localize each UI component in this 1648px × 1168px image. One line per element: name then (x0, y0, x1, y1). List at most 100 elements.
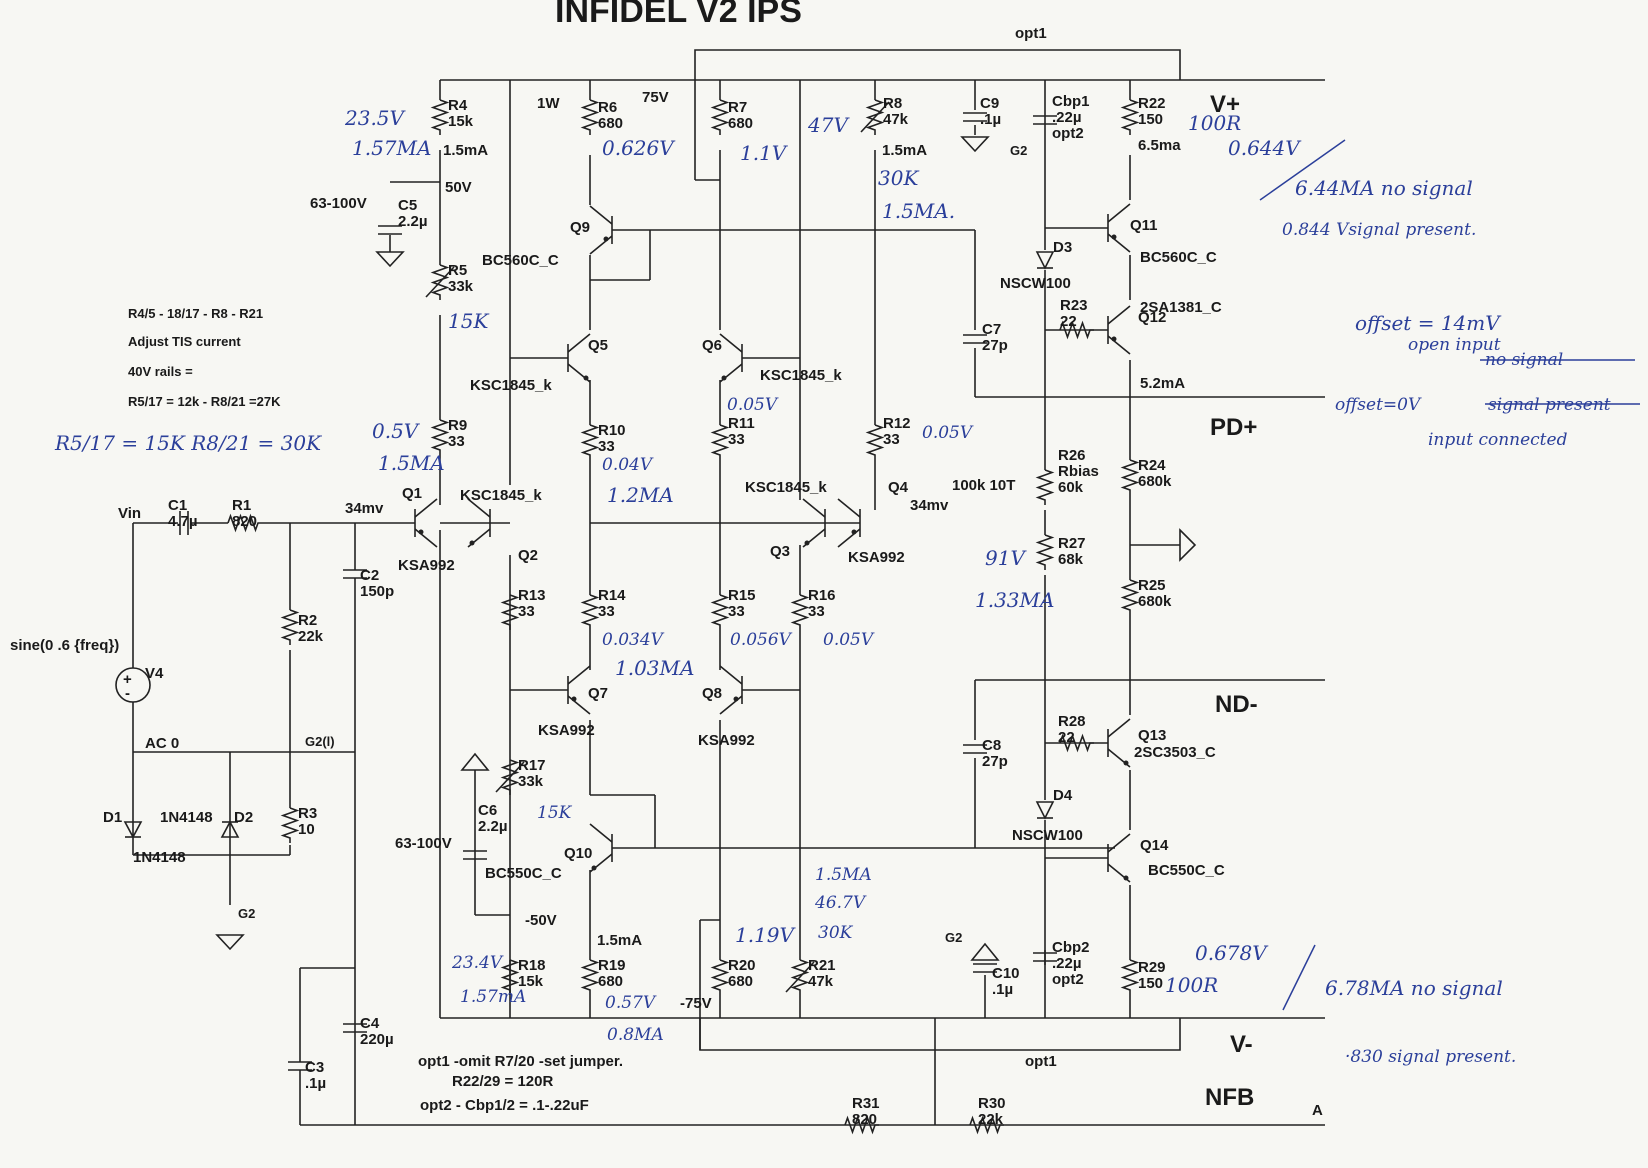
resistor-r14 (580, 594, 600, 630)
hw-15k-r17: 15K (537, 803, 573, 823)
label-q1-name: Q1 (402, 485, 422, 502)
label-d4-model: NSCW100 (1012, 827, 1083, 844)
label-c9-1: .1µ (980, 111, 1001, 128)
hw-100r-bottom: 100R (1165, 973, 1218, 997)
note-r22-29: R22/29 = 120R (452, 1073, 553, 1090)
label-r29-0: R29 (1138, 959, 1166, 976)
resistor-r31 (844, 1115, 879, 1135)
hw-0-05v-r12: 0.05V (922, 423, 974, 443)
transistor-q5 (567, 333, 591, 383)
label-q4-model: KSA992 (848, 549, 905, 566)
hw-6-44ma: 6.44MA no signal (1295, 176, 1473, 200)
label-q6-model: KSC1845_k (760, 367, 842, 384)
label-c8-1: 27p (982, 753, 1008, 770)
label-q3-model: KSC1845_k (745, 479, 827, 496)
label-r11-1: 33 (728, 431, 745, 448)
label-g2-b: G2 (1010, 143, 1027, 158)
label-r7-1: 680 (728, 115, 753, 132)
label-r19-1: 680 (598, 973, 623, 990)
hw-23-5v: 23.5V (344, 106, 407, 130)
resistor-r24 (1120, 459, 1140, 495)
label-d1-model: 1N4148 (133, 849, 186, 866)
label-r30-0: R30 (978, 1095, 1006, 1112)
label-r24-1: 680k (1138, 473, 1172, 490)
label-v4: V4 (145, 665, 164, 682)
resistor-r11 (710, 424, 730, 460)
transistor-q8 (719, 665, 743, 715)
label-c5-0: C5 (398, 197, 417, 214)
label-c6-0: C6 (478, 802, 497, 819)
label-r26-2: 60k (1058, 479, 1084, 496)
label-c9-0: C9 (980, 95, 999, 112)
resistor-r23 (1059, 320, 1094, 340)
label-r19-0: R19 (598, 957, 626, 974)
capacitor-c5 (378, 225, 402, 235)
capacitor-c1 (179, 511, 189, 535)
label-r5-1: 33k (448, 278, 474, 295)
label-d3-name: D3 (1053, 239, 1072, 256)
resistor-r30 (969, 1115, 1004, 1135)
label-r11-0: R11 (728, 415, 755, 432)
label-nfb: NFB (1205, 1084, 1254, 1111)
hw-0-05v-r16: 0.05V (823, 630, 875, 650)
label-c1-0: C1 (168, 497, 187, 514)
label-r16-0: R16 (808, 587, 836, 604)
diode-symbols (123, 251, 1055, 839)
hw-1-33ma: 1.33MA (975, 588, 1054, 612)
label-r13-1: 33 (518, 603, 535, 620)
label-r17-1: 33k (518, 773, 544, 790)
resistor-r7 (710, 99, 730, 135)
transistor-q14 (1107, 833, 1131, 883)
resistor-r29 (1120, 959, 1140, 995)
label-r10-1: 33 (598, 438, 615, 455)
resistor-r25 (1120, 579, 1140, 615)
label-d3-model: NSCW100 (1000, 275, 1071, 292)
label-r6-0: R6 (598, 99, 617, 116)
label-c10-0: C10 (992, 965, 1020, 982)
transistor-q1 (414, 498, 438, 548)
trim-arrow-r21 (785, 961, 815, 993)
label-r29-1: 150 (1138, 975, 1163, 992)
label-r26-1: Rbias (1058, 463, 1099, 480)
label-r14-1: 33 (598, 603, 615, 620)
resistor-r19 (580, 959, 600, 995)
transistor-q11 (1107, 203, 1131, 253)
label-minus50v: -50V (525, 912, 557, 929)
capacitor-c2 (343, 569, 367, 579)
hw-0-056v: 0.056V (730, 630, 793, 650)
hw-0-644v: 0.644V (1228, 136, 1302, 160)
label-c8-0: C8 (982, 737, 1001, 754)
label-r23-1: 22 (1060, 313, 1077, 330)
label-vminus: V- (1230, 1031, 1253, 1058)
label-q6-name: Q6 (702, 337, 722, 354)
label-opt1-top: opt1 (1015, 25, 1047, 42)
label-cbp2-0: Cbp2 (1052, 939, 1090, 956)
label-d2-model: 1N4148 (160, 809, 213, 826)
label-r27-1: 68k (1058, 551, 1084, 568)
label-ndminus: ND- (1215, 691, 1258, 718)
schematic-title: INFIDEL V2 IPS (555, 0, 802, 30)
resistor-r10 (580, 424, 600, 460)
label-c10-1: .1µ (992, 981, 1013, 998)
label-sine: sine(0 .6 {freq}) (10, 637, 119, 654)
label-63-100v-a: 63-100V (310, 195, 367, 212)
transistor-q12 (1107, 305, 1131, 355)
resistor-r22 (1120, 99, 1140, 135)
hw-0-5v: 0.5V (372, 419, 421, 443)
hw-r5-17-r8-21: R5/17 = 15K R8/21 = 30K (54, 431, 322, 455)
hw-0-57v: 0.57V (605, 993, 657, 1013)
note-line-4: R5/17 = 12k - R8/21 =27K (128, 394, 281, 409)
note-line-1: R4/5 - 18/17 - R8 - R21 (128, 306, 263, 321)
hw-1-5ma-top: 1.5MA. (882, 199, 955, 223)
hw-1-57ma-r18: 1.57mA (460, 987, 526, 1007)
svg-text:-: - (125, 685, 130, 702)
label-q7-name: Q7 (588, 685, 608, 702)
label-r4-1: 15k (448, 113, 474, 130)
resistor-r4 (430, 99, 450, 135)
label-c4-1: 220µ (360, 1031, 394, 1048)
label-r4-0: R4 (448, 97, 468, 114)
transistor-q6 (719, 333, 743, 383)
label-r15-0: R15 (728, 587, 756, 604)
label-q13-name: Q13 (1138, 727, 1166, 744)
capacitor-c8 (963, 744, 987, 754)
